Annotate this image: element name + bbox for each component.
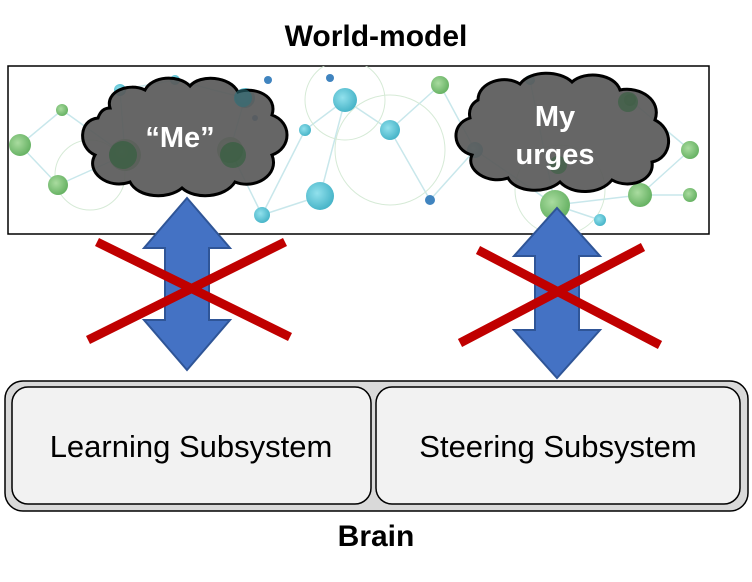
urges-cloud-label-line2: urges <box>516 139 595 171</box>
left-cross <box>85 237 292 345</box>
me-cloud-label: “Me” <box>145 122 214 154</box>
steering-subsystem-label: Steering Subsystem <box>419 429 696 464</box>
steering-subsystem-box: Steering Subsystem <box>375 386 741 505</box>
world-model-title: World-model <box>284 20 468 53</box>
brain-title: Brain <box>337 520 415 553</box>
right-cross <box>457 243 663 349</box>
learning-subsystem-box: Learning Subsystem <box>11 386 372 505</box>
urges-cloud: My urges <box>454 71 671 193</box>
me-cloud: “Me” <box>81 76 289 198</box>
urges-cloud-label-line1: My <box>535 101 575 133</box>
learning-subsystem-label: Learning Subsystem <box>50 429 333 464</box>
